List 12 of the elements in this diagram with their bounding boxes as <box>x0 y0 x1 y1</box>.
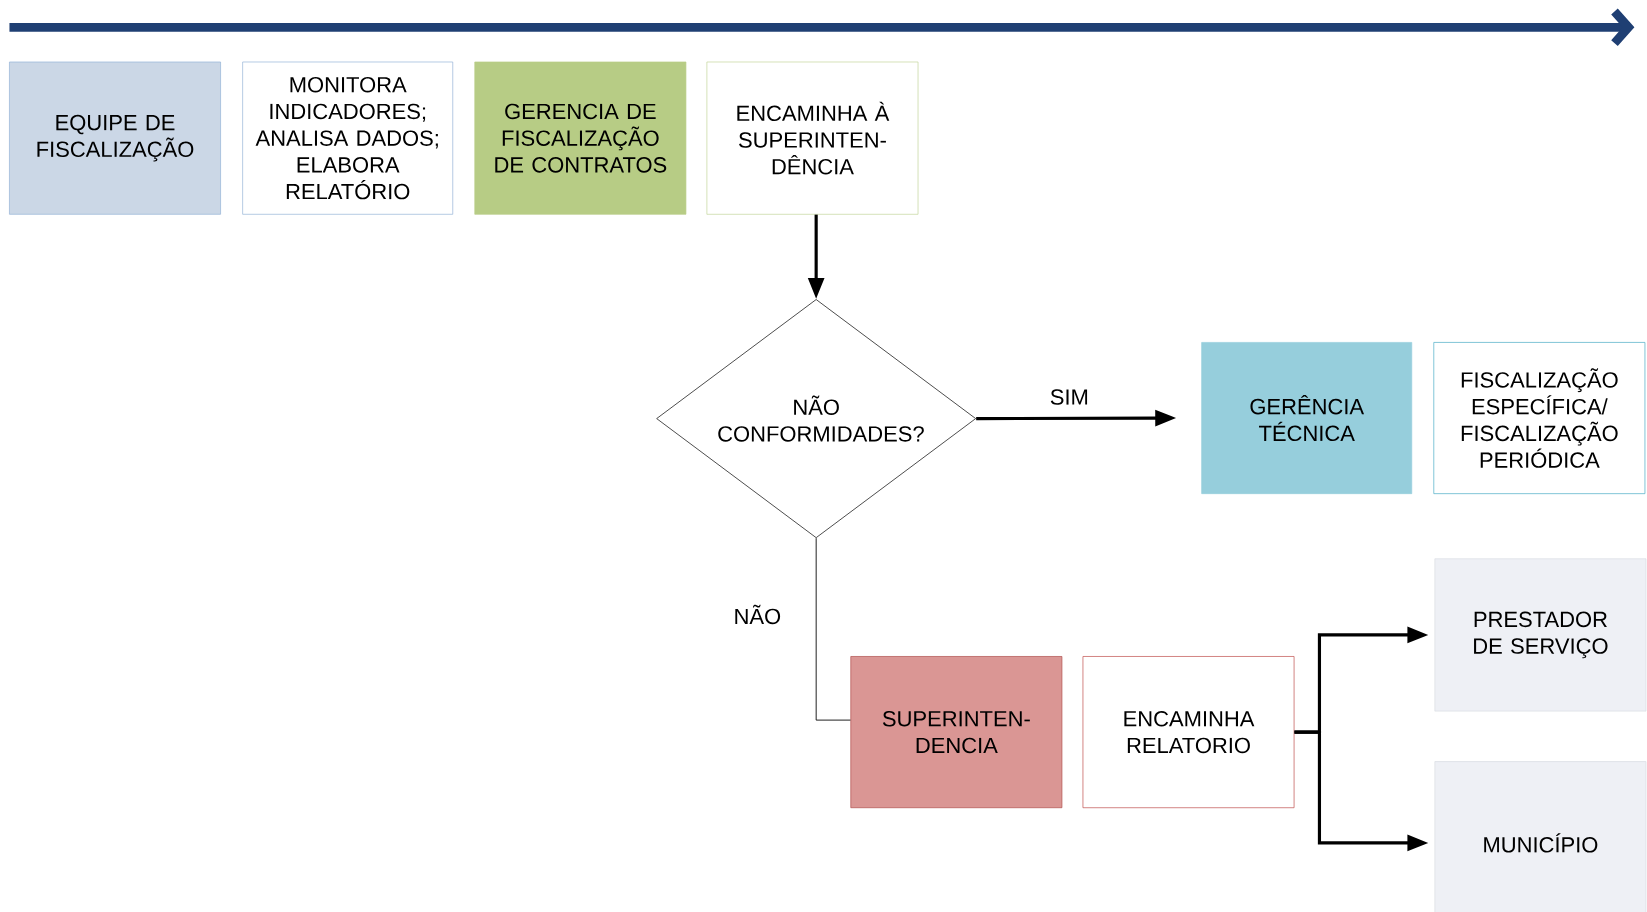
process-box: ENCAMINHA RELATORIO <box>1082 656 1295 809</box>
team-box: EQUIPE DE FISCALIZAÇÃO <box>9 61 221 215</box>
process-box: MONITORA INDICADORES; ANALISA DADOS; ELABORA RELATÓRIO <box>242 61 454 215</box>
department-box: SUPERINTEN- DENCIA <box>850 656 1063 809</box>
process-box: ENCAMINHA À SUPERINTEN- DÊNCIA <box>706 61 919 215</box>
edge-label: NÃO <box>731 602 783 626</box>
edge-label: SIM <box>1048 387 1091 407</box>
process-box: FISCALIZAÇÃO ESPECÍFICA/ FISCALIZAÇÃO PERIÓDICA <box>1433 342 1646 495</box>
department-box: GERÊNCIA TÉCNICA <box>1201 342 1413 495</box>
recipient-box: MUNICÍPIO <box>1434 761 1647 912</box>
department-box: GERENCIA DE FISCALIZAÇÃO DE CONTRATOS <box>474 61 687 215</box>
recipient-box: PRESTADOR DE SERVIÇO <box>1434 558 1647 712</box>
